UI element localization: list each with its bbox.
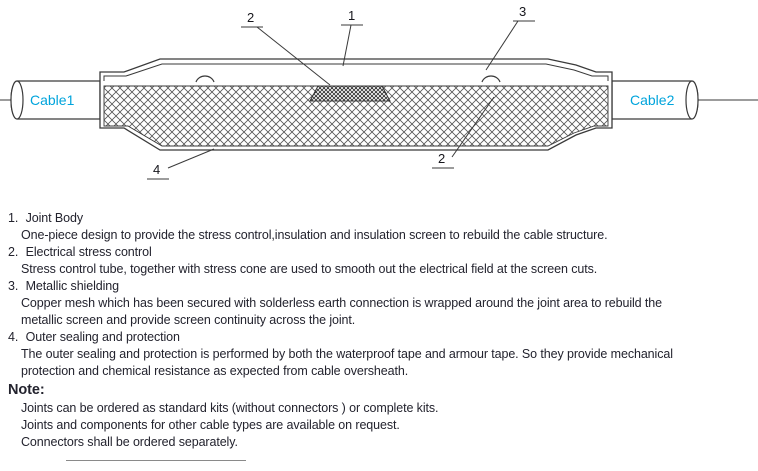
callout-2-top: 2 — [241, 10, 331, 86]
item-2-title: 2. Electrical stress control — [8, 245, 152, 259]
note-line-1: Joints can be ordered as standard kits (… — [21, 401, 439, 415]
connector — [309, 85, 391, 102]
item-2-body: Stress control tube, together with stres… — [21, 262, 598, 276]
cable2 — [611, 80, 699, 120]
note-title: Note: — [8, 382, 45, 398]
item-4-title: 4. Outer sealing and protection — [8, 330, 180, 344]
list-item: 4. Outer sealing and protection The oute… — [8, 329, 758, 380]
item-1-body: One-piece design to provide the stress c… — [21, 228, 608, 242]
item-3-number: 3. — [8, 279, 19, 293]
mesh-band — [103, 85, 609, 147]
note-section: Note: Joints can be ordered as standard … — [8, 380, 758, 451]
item-3-body-1: Copper mesh which has been secured with … — [21, 296, 662, 310]
stress-cone-left — [195, 75, 215, 83]
stress-cone-right — [481, 75, 501, 83]
joint-inner-layer — [103, 63, 609, 81]
svg-text:2: 2 — [438, 151, 445, 166]
list-item: 1. Joint Body One-piece design to provid… — [8, 210, 758, 244]
note-line-3: Connectors shall be ordered separately. — [21, 435, 238, 449]
item-2-number: 2. — [8, 245, 19, 259]
item-3-body-2: metallic screen and provide screen conti… — [21, 313, 356, 327]
svg-text:4: 4 — [153, 162, 160, 177]
description-list: 1. Joint Body One-piece design to provid… — [0, 210, 758, 461]
cable1-label: Cable1 — [30, 92, 75, 108]
cable1 — [10, 80, 101, 120]
callout-4: 4 — [147, 148, 215, 180]
item-4-number: 4. — [8, 330, 19, 344]
item-1-number: 1. — [8, 211, 19, 225]
bottom-rule — [66, 460, 246, 461]
svg-text:1: 1 — [348, 8, 355, 23]
callout-2-bottom: 2 — [432, 96, 495, 169]
callout-1: 1 — [341, 8, 363, 67]
item-3-title: 3. Metallic shielding — [8, 279, 119, 293]
cable-joint-diagram: Cable1 Cable2 2 1 3 4 — [0, 0, 758, 196]
note-line-2: Joints and components for other cable ty… — [21, 418, 400, 432]
callout-3: 3 — [485, 4, 535, 71]
list-item: 3. Metallic shielding Copper mesh which … — [8, 278, 758, 329]
list-item: 2. Electrical stress control Stress cont… — [8, 244, 758, 278]
item-4-body-1: The outer sealing and protection is perf… — [21, 347, 673, 361]
svg-text:2: 2 — [247, 10, 254, 25]
item-1-title: 1. Joint Body — [8, 211, 83, 225]
svg-text:3: 3 — [519, 4, 526, 19]
cable2-label: Cable2 — [630, 92, 675, 108]
joint-diagram-svg: Cable1 Cable2 2 1 3 4 — [0, 4, 758, 180]
item-4-body-2: protection and chemical resistance as ex… — [21, 364, 409, 378]
